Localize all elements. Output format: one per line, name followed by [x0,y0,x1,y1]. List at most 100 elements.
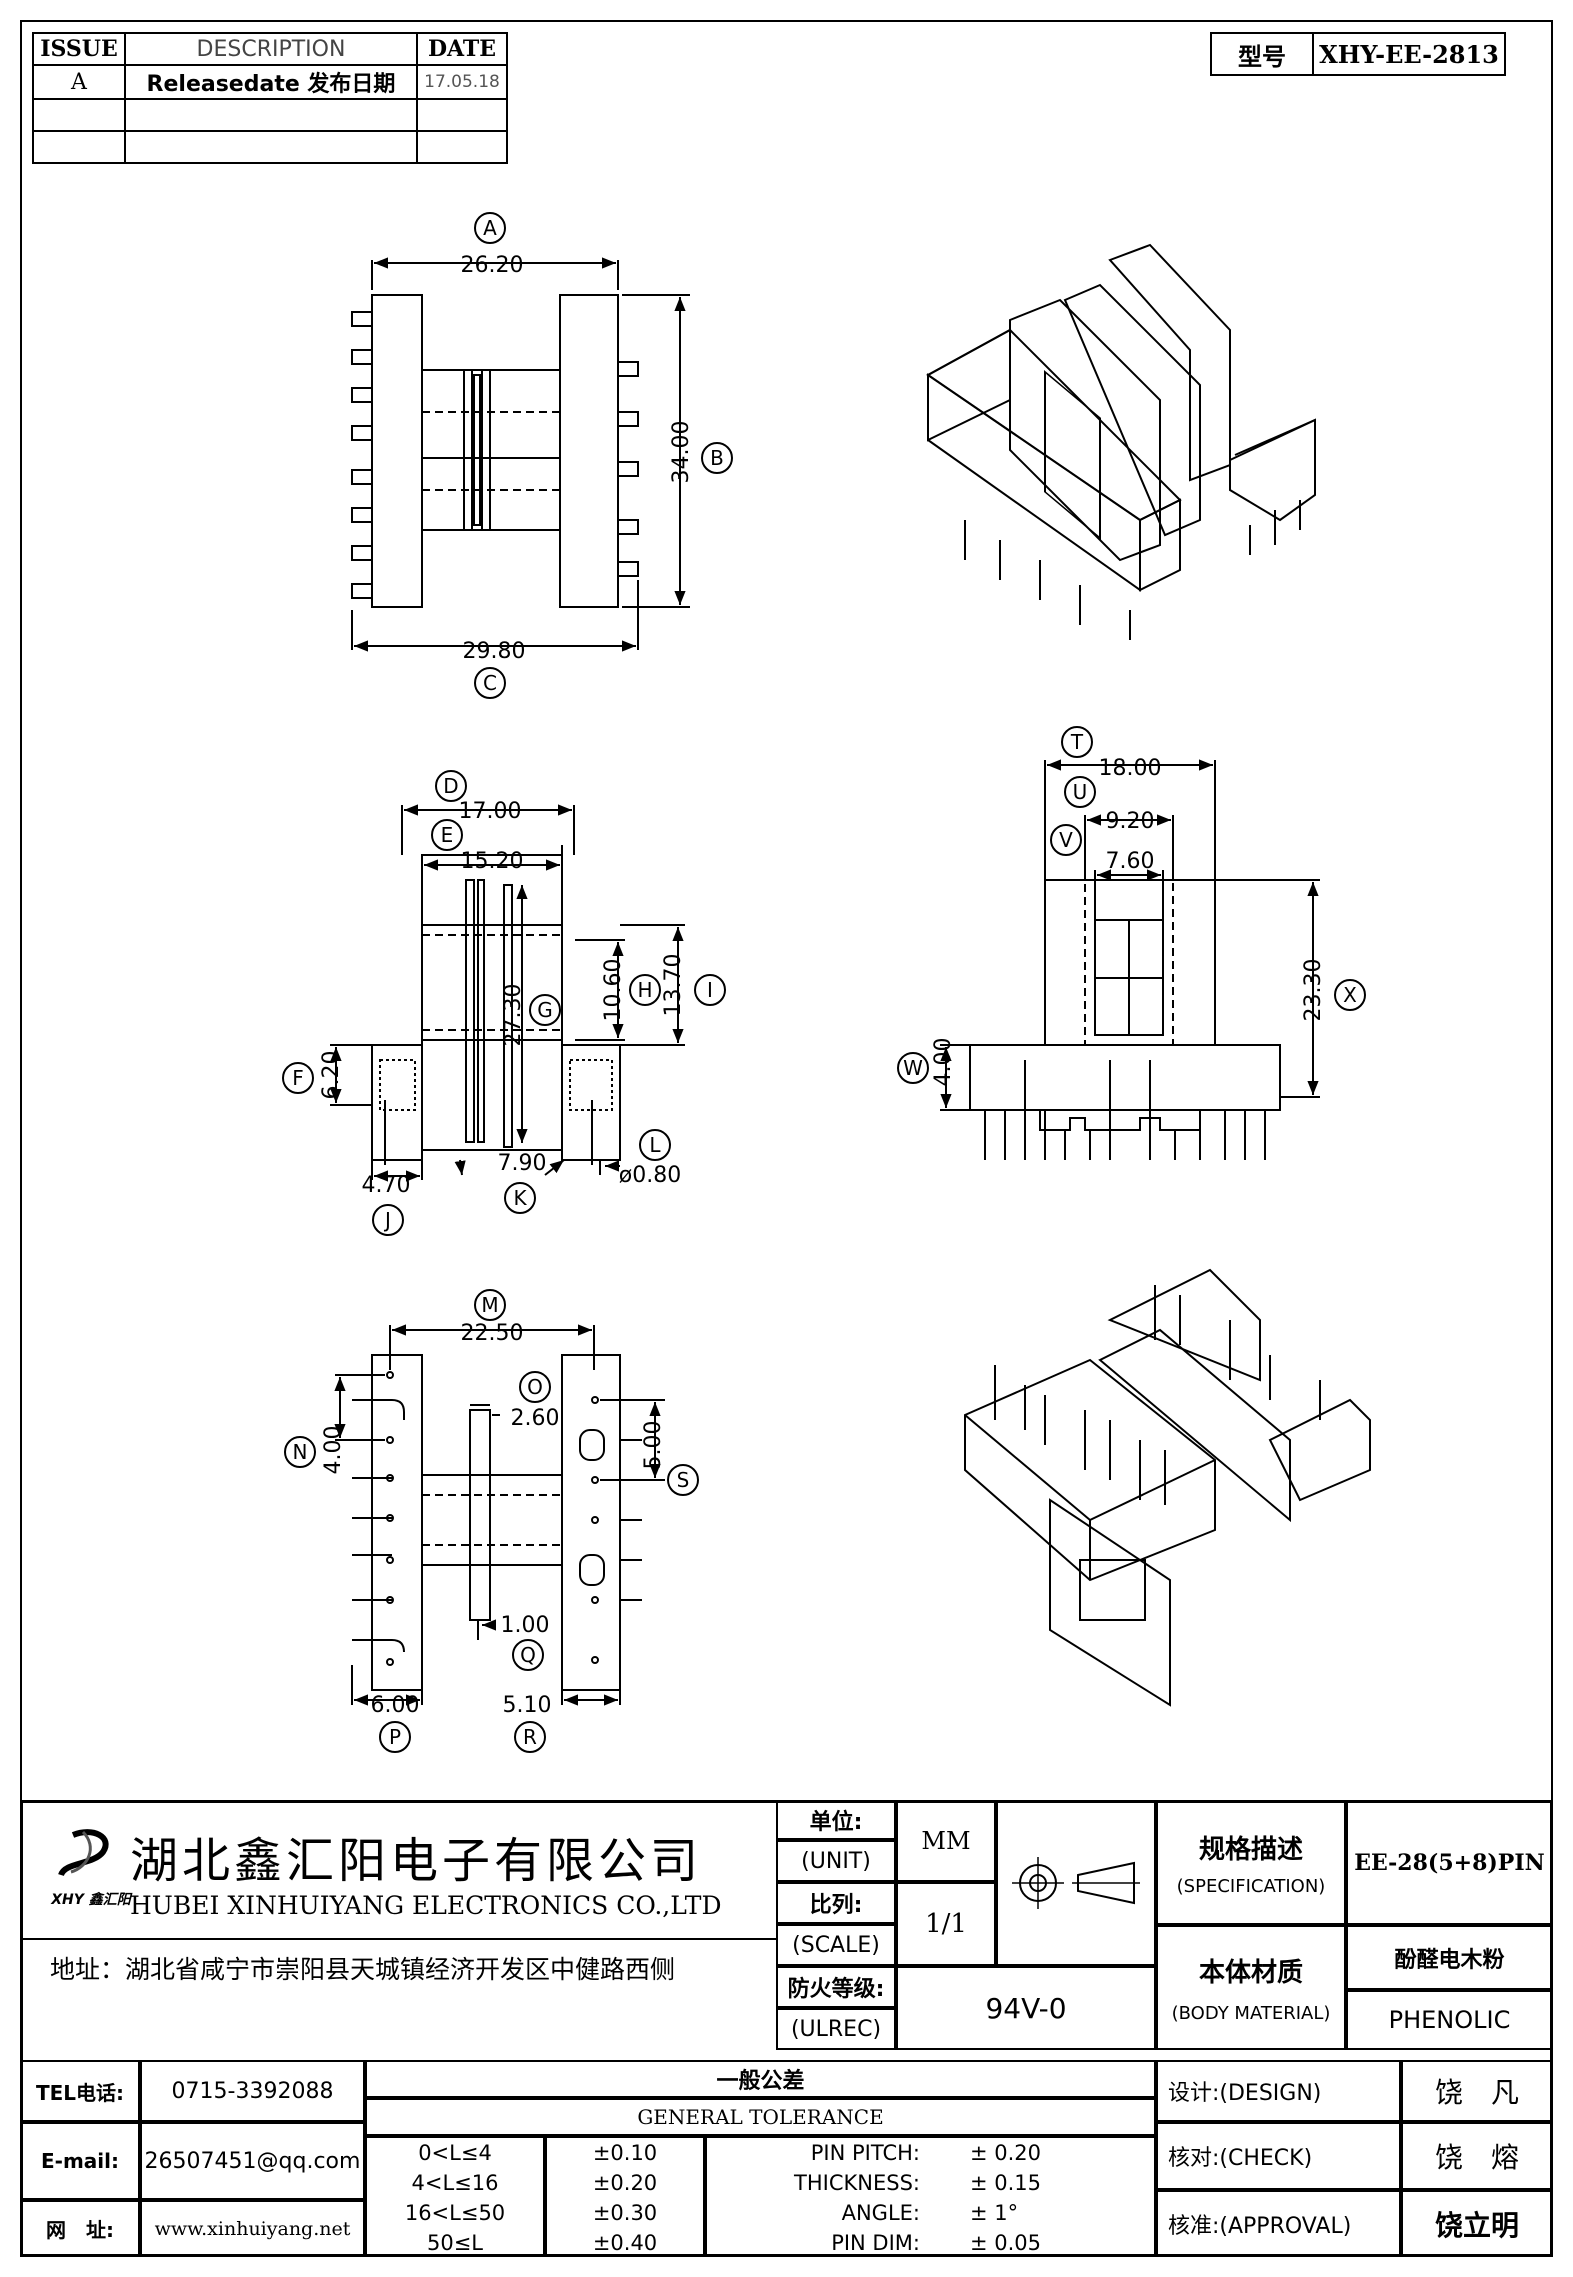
dim-C-value: 29.80 [463,639,526,664]
balloon-D: D [435,770,467,802]
web-value: www.xinhuiyang.net [140,2200,365,2257]
svg-text:G: G [537,998,553,1022]
balloon-R: R [514,1721,546,1753]
model-label: 型号 [1210,32,1314,76]
issue-header: ISSUE [32,32,126,66]
svg-text:N: N [293,1440,308,1464]
balloon-Q: Q [512,1639,544,1671]
dim-L-value: ø0.80 [619,1163,681,1188]
tolerance-item: ANGLE: [841,2201,920,2225]
tolerance-values: ±0.10 ±0.20 ±0.30 ±0.40 [545,2138,705,2258]
spec-label-cn: 规格描述 [1198,1834,1303,1865]
model-value: XHY-EE-2813 [1312,32,1506,76]
tolerance-value: ±0.20 [592,2171,658,2195]
fire-value: 94V-0 [896,1966,1156,2050]
dim-W-value: 4.00 [931,1038,956,1087]
balloon-K: K [504,1182,536,1214]
dim-F-value: 6.20 [319,1051,344,1100]
email-label: E-mail: [20,2122,140,2200]
balloon-C: C [474,667,506,699]
svg-text:D: D [443,774,458,798]
dim-O-value: 2.60 [511,1406,560,1431]
tolerance-range: 16<L≤50 [404,2201,506,2225]
tolerance-items: PIN PITCH: THICKNESS: ANGLE: PIN DIM: [720,2138,920,2258]
balloon-A: A [474,212,506,244]
design-label: 设计:(DESIGN) [1156,2060,1401,2122]
first-angle-projection-icon [1012,1857,1140,1909]
dim-T-value: 18.00 [1099,756,1162,781]
svg-text:O: O [527,1375,543,1399]
tel-value: 0715-3392088 [140,2060,365,2122]
svg-text:F: F [292,1066,304,1090]
svg-text:L: L [649,1133,661,1157]
svg-text:P: P [389,1725,401,1749]
balloon-U: U [1064,776,1096,808]
svg-text:S: S [677,1468,690,1492]
tolerance-title-cn: 一般公差 [365,2060,1156,2098]
svg-text:U: U [1073,780,1088,804]
top-view [351,257,690,652]
dim-G-value: 27.30 [501,984,526,1047]
svg-text:E: E [441,823,454,847]
material-label-cn: 本体材质 [1198,1957,1303,1988]
tolerance-range-col [365,2136,545,2257]
svg-text:A: A [483,216,497,240]
balloon-E: E [431,819,463,851]
company-logo-text: XHY 鑫汇阳 [51,1892,131,1908]
dim-H-value: 10.60 [601,959,626,1022]
tolerance-item-col [705,2136,1156,2257]
fire-label-en: (ULREC) [776,2008,896,2050]
dim-S-value: 5.00 [641,1421,666,1470]
material-label-en: (BODY MATERIAL) [1171,2002,1331,2024]
tolerance-range: 50≤L [426,2231,484,2255]
dim-M-value: 22.50 [461,1321,524,1346]
projection-symbol [996,1800,1156,1966]
balloon-G: G [529,994,561,1026]
bottom-view-pads-left [352,1371,405,1666]
tolerance-ranges: 0<L≤4 4<L≤16 16<L≤50 50≤L [365,2138,545,2258]
dim-A-value: 26.20 [461,253,524,278]
description-header: DESCRIPTION [124,32,418,66]
date-cell [416,98,508,132]
front-view [940,759,1320,1160]
svg-text:H: H [637,978,652,1002]
material-value-en: PHENOLIC [1346,1990,1553,2050]
tolerance-item-value: ± 0.05 [970,2231,1042,2255]
description-cell [124,130,418,164]
balloon-B: B [701,442,733,474]
svg-text:V: V [1059,828,1073,852]
svg-text:R: R [523,1725,537,1749]
balloon-W: W [897,1052,929,1084]
tolerance-item-value: ± 0.15 [970,2171,1042,2195]
balloon-H: H [629,974,661,1006]
tolerance-title-en: GENERAL TOLERANCE [365,2098,1156,2136]
scale-value: 1/1 [896,1882,996,1966]
tolerance-item: THICKNESS: [794,2171,920,2195]
model-box: 型号 XHY-EE-2813 [1210,32,1506,76]
issue-cell [32,130,126,164]
dim-I-value: 13.70 [661,954,686,1017]
front-view-pins [984,1060,1266,1160]
material-label-cell: 本体材质 (BODY MATERIAL) [1156,1925,1346,2050]
top-view-pins-right [617,361,639,577]
balloon-M: M [474,1289,506,1321]
web-label: 网 址: [20,2200,140,2257]
title-block: XHY 鑫汇阳 湖北鑫汇阳电子有限公司 HUBEI XINHUIYANG ELE… [20,1800,1553,2257]
dim-K-value: 7.90 [498,1151,547,1176]
dim-D-value: 17.00 [459,799,522,824]
tolerance-item: PIN DIM: [831,2231,920,2255]
svg-text:C: C [483,671,497,695]
balloon-J: J [372,1204,404,1236]
check-label: 核对:(CHECK) [1156,2122,1401,2190]
company-name-cn: 湖北鑫汇阳电子有限公司 [130,1833,703,1889]
approval-label: 核准:(APPROVAL) [1156,2190,1401,2257]
tolerance-value: ±0.40 [592,2231,658,2255]
dim-U-value: 9.20 [1106,809,1155,834]
email-value: 26507451@qq.com [140,2122,365,2200]
scale-label-en: (SCALE) [776,1924,896,1966]
balloon-T: T [1061,726,1093,758]
tolerance-value-col [545,2136,705,2257]
dim-N-value: 4.00 [321,1426,346,1475]
balloon-F: F [282,1062,314,1094]
revision-table: ISSUE DESCRIPTION DATE A Releasedate 发布日… [32,32,508,164]
